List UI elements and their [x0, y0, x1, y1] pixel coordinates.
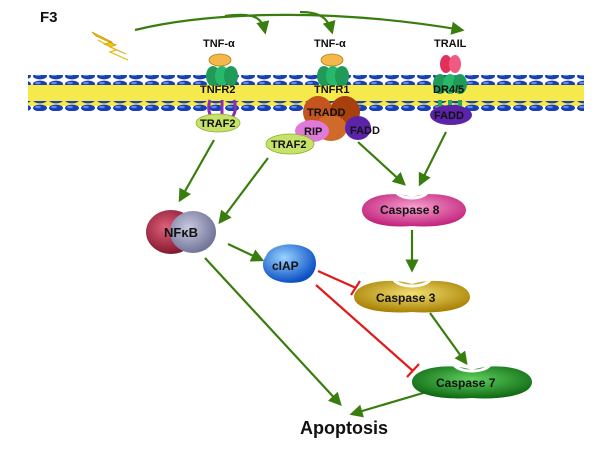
fadd-label-dr: FADD	[434, 110, 464, 122]
caspase3-shape	[354, 280, 470, 313]
caspase7-shape	[412, 366, 532, 399]
inhibition-arrows	[315, 269, 420, 378]
tnfr1-complex: TNF-α TNFR1 TRADD RIP FADD TRAF2	[265, 38, 380, 155]
apoptosis-label: Apoptosis	[300, 418, 388, 438]
traf2-shape	[265, 133, 315, 155]
inhibit-ciap-caspase3	[317, 269, 357, 290]
fadd-shape	[430, 105, 472, 125]
caspase8-shape	[362, 194, 466, 227]
arrow-f3-to-tnf-tnfr2	[224, 13, 270, 35]
arrow-dr45-to-caspase8	[418, 131, 447, 187]
traf2-label: TRAF2	[200, 118, 235, 130]
dr45-subunit	[443, 74, 457, 94]
rip-label: RIP	[304, 126, 322, 138]
nfkb-node: NFκB	[146, 210, 216, 254]
caspase8-notch	[394, 190, 430, 200]
inhibit-bar	[406, 363, 420, 378]
caspase3-notch	[392, 278, 432, 288]
inhibit-ciap-caspase7	[315, 284, 414, 372]
trail-ligand-shape	[449, 55, 461, 73]
caspase7-label: Caspase 7	[436, 376, 496, 390]
caspase8-node: Caspase 8	[362, 190, 466, 227]
arrow-tnfr1-to-caspase8	[357, 141, 406, 186]
caspase8-label: Caspase 8	[380, 203, 440, 217]
tnfr2-label: TNFR2	[200, 84, 235, 96]
arrow-f3-to-trail	[134, 13, 465, 35]
fadd-shape	[345, 116, 371, 140]
caspase3-node: Caspase 3	[354, 278, 470, 313]
arrow-caspase3-to-caspase7	[429, 312, 468, 366]
tnf-ligand-shape	[320, 53, 344, 67]
arrow-nfkb-to-ciap	[227, 243, 265, 262]
tradd-label: TRADD	[307, 107, 346, 119]
arrow-traf2-to-nfkb	[178, 139, 215, 203]
f3-label: F3	[40, 9, 58, 26]
tnf-ligand-shape	[208, 53, 232, 67]
nfkb-label: NFκB	[164, 225, 198, 240]
inhibit-bar	[350, 280, 361, 296]
lightning-bolt-icon	[91, 31, 129, 61]
nfkb-p65-shape	[170, 211, 216, 253]
arrow-f3-to-tnf-tnfr1	[299, 10, 336, 35]
caspase7-notch	[452, 363, 492, 373]
arrow-nfkb-to-apoptosis	[204, 257, 342, 406]
traf2-label-tnfr1: TRAF2	[271, 139, 306, 151]
trail-label: TRAIL	[434, 38, 467, 50]
dr45-complex: TRAIL DR4/5 FADD	[430, 38, 472, 125]
ciap-shape	[262, 244, 316, 283]
caspase7-node: Caspase 7	[412, 363, 532, 399]
tnfr1-ligand-label: TNF-α	[314, 38, 346, 50]
tnfr1-label: TNFR1	[314, 84, 349, 96]
f3-stimulus: F3	[40, 9, 129, 61]
f3-activation-arrows	[134, 10, 465, 35]
caspase3-label: Caspase 3	[376, 291, 436, 305]
traf2-shape	[195, 113, 241, 133]
dr45-subunit	[453, 74, 467, 94]
dr45-subunit	[433, 74, 447, 94]
fadd-label: FADD	[350, 125, 380, 137]
tnfr2-ligand-label: TNF-α	[203, 38, 235, 50]
arrow-traf2-tnfr1-to-nfkb	[218, 157, 269, 225]
tnfr2-subunit	[224, 66, 238, 86]
trail-ligand-shape	[440, 55, 452, 73]
ciap-node: cIAP	[262, 244, 316, 283]
activation-arrows	[178, 131, 468, 418]
tnfr2-complex: TNF-α TNFR2 TRAF2	[195, 38, 241, 133]
dr45-label: DR4/5	[433, 84, 464, 96]
tnfr1-subunit	[335, 66, 349, 86]
ciap-label: cIAP	[272, 259, 299, 273]
